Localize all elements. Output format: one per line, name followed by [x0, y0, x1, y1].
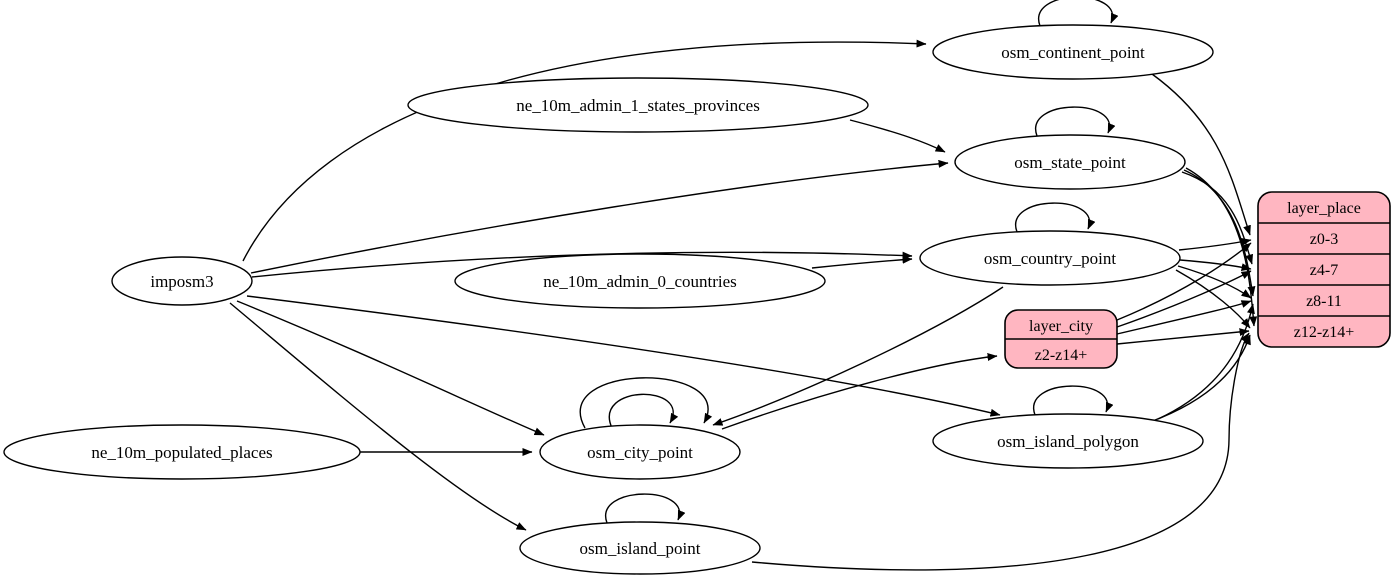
edge-ne_10m_admin_1_states_provinces-osm_state_point — [849, 119, 946, 153]
node-osm_island_polygon-label: osm_island_polygon — [997, 432, 1139, 451]
node-ne_10m_admin_1_states_provinces: ne_10m_admin_1_states_provinces — [407, 77, 869, 133]
self-loop-osm_island_point — [604, 493, 686, 524]
record-layer_place-row-z4-7: z4-7 — [1310, 262, 1338, 279]
edge-osm_country_point-osm_city_point — [712, 286, 1004, 426]
node-imposm3-label: imposm3 — [150, 272, 213, 291]
self-loop-osm_city_point-outer — [579, 377, 713, 429]
record-layer_city-title: layer_city — [1029, 318, 1093, 335]
edge-layer_city-layer_place-z4-7 — [1116, 270, 1252, 328]
node-osm_country_point: osm_country_point — [919, 230, 1181, 286]
node-osm_state_point-label: osm_state_point — [1014, 153, 1126, 172]
self-loop-osm_state_point — [1034, 106, 1116, 137]
edge-osm_country_point-layer_place-z12-z14 — [1175, 269, 1251, 329]
edge-imposm3-osm_state_point — [250, 159, 949, 274]
record-layer_place: layer_place z0-3 z4-7 z8-11 z12-z14+ — [1257, 191, 1391, 348]
record-layer_place-row-z0-3: z0-3 — [1310, 231, 1338, 248]
record-layer_city-row-z2-z14: z2-z14+ — [1035, 347, 1088, 364]
node-osm_island_point: osm_island_point — [519, 521, 761, 575]
node-osm_state_point: osm_state_point — [954, 134, 1186, 190]
self-loop-osm_city_point-inner — [608, 393, 679, 429]
edge-osm_country_point-layer_place-z4-7 — [1179, 259, 1252, 272]
edge-osm_city_point-layer_city — [721, 353, 998, 430]
edge-osm_island_polygon-layer_place-z12-z14 — [1149, 334, 1251, 423]
node-osm_country_point-label: osm_country_point — [984, 249, 1116, 268]
record-layer_city: layer_city z2-z14+ — [1004, 309, 1118, 369]
edge-imposm3-osm_continent_point — [242, 39, 927, 262]
self-loop-osm_country_point — [1014, 202, 1096, 233]
node-osm_continent_point-label: osm_continent_point — [1001, 43, 1145, 62]
node-ne_10m_admin_0_countries: ne_10m_admin_0_countries — [454, 253, 826, 309]
edge-layer_city-layer_place-z12-z14 — [1116, 328, 1250, 345]
edge-osm_continent_point-layer_place-z0-3 — [1151, 73, 1251, 236]
record-layer_place-row-z12-z14: z12-z14+ — [1294, 324, 1355, 341]
edge-osm_island_point-layer_place-z12-z14 — [751, 332, 1250, 571]
edge-imposm3-osm_city_point — [236, 300, 545, 436]
node-osm_continent_point: osm_continent_point — [932, 24, 1214, 80]
edge-layer_city-layer_place-z0-3 — [1116, 242, 1252, 321]
node-osm_city_point-label: osm_city_point — [587, 443, 693, 462]
edge-osm_state_point-layer_place-z4-7 — [1181, 171, 1254, 265]
edge-imposm3-osm_island_point — [229, 302, 527, 531]
edge-osm_island_polygon-layer_place-z8-11 — [1157, 303, 1255, 420]
node-imposm3: imposm3 — [111, 256, 253, 306]
edge-imposm3-osm_island_polygon — [246, 295, 1001, 417]
edge-osm_country_point-layer_place-z8-11 — [1177, 265, 1252, 299]
edge-ne_10m_admin_0_countries-osm_country_point — [811, 255, 913, 269]
node-ne_10m_populated_places: ne_10m_populated_places — [3, 424, 361, 480]
node-osm_island_polygon: osm_island_polygon — [932, 413, 1204, 469]
node-ne_10m_populated_places-label: ne_10m_populated_places — [91, 443, 272, 462]
node-osm_island_point-label: osm_island_point — [580, 539, 701, 558]
edge-osm_country_point-layer_place-z0-3 — [1178, 237, 1252, 251]
node-ne_10m_admin_0_countries-label: ne_10m_admin_0_countries — [543, 272, 737, 291]
self-loop-osm_continent_point — [1037, 0, 1119, 27]
record-layer_place-title: layer_place — [1287, 200, 1361, 217]
record-layer_place-row-z8-11: z8-11 — [1306, 293, 1342, 310]
edge-osm_state_point-layer_place-z8-11 — [1183, 169, 1256, 297]
edge-group — [229, 0, 1258, 571]
edge-layer_city-layer_place-z8-11 — [1116, 300, 1252, 335]
node-osm_city_point: osm_city_point — [539, 424, 741, 480]
node-ne_10m_admin_1_states_provinces-label: ne_10m_admin_1_states_provinces — [516, 96, 760, 115]
self-loop-osm_island_polygon — [1032, 385, 1114, 416]
